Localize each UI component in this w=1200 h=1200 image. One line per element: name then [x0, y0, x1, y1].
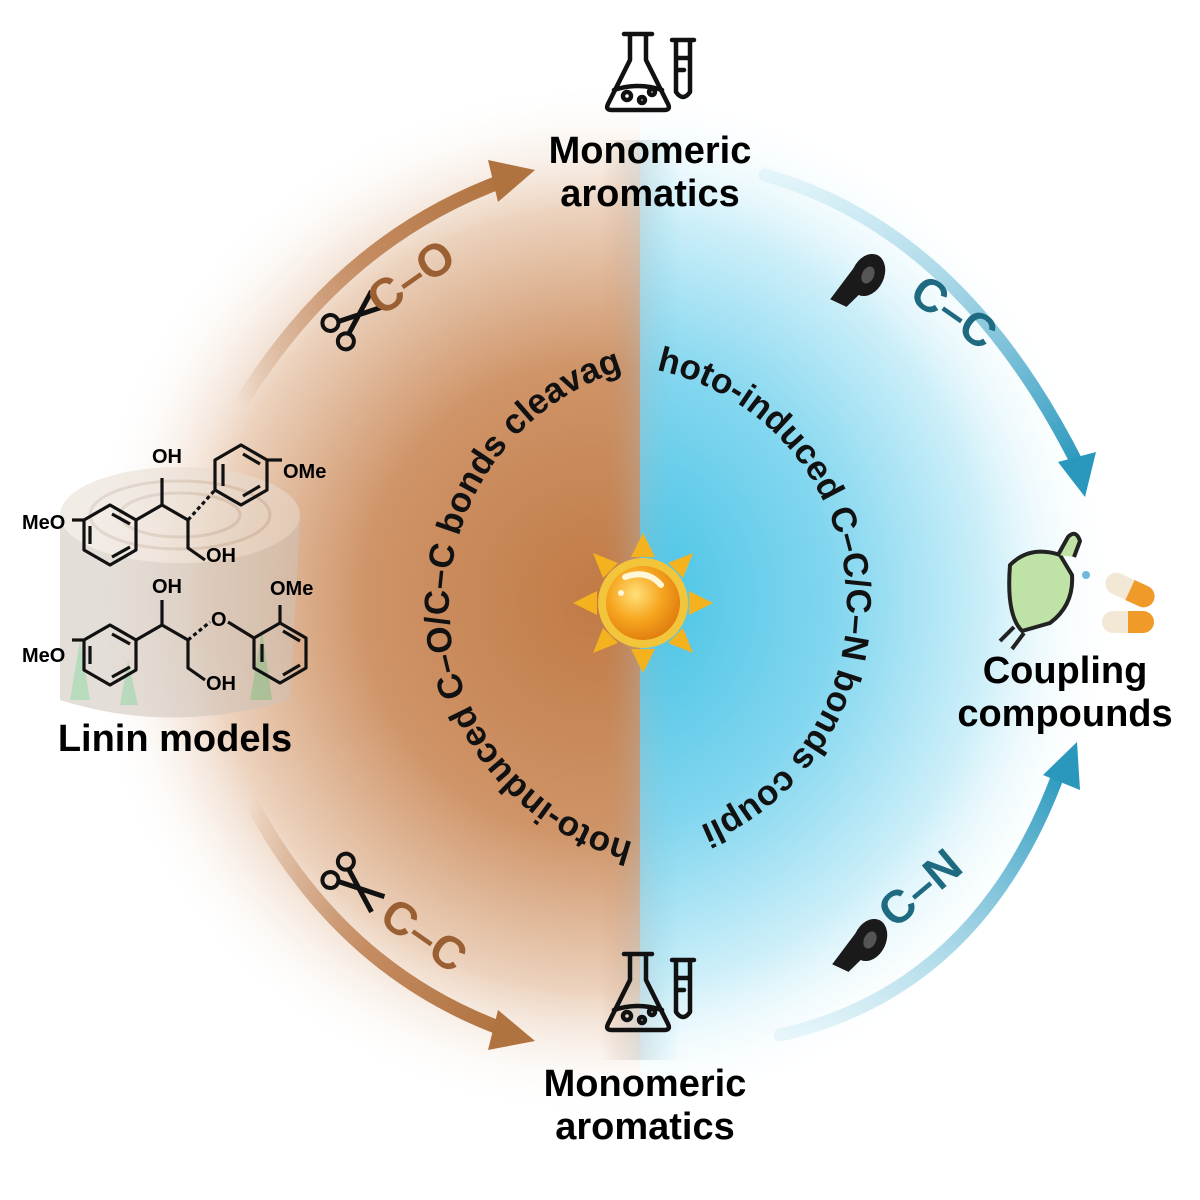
- mol-label-oh4: OH: [206, 673, 236, 695]
- mol-label-o: O: [211, 609, 227, 631]
- lignin-molecule-2: [72, 600, 308, 687]
- mol-label-oh2: OH: [206, 545, 236, 567]
- flask-test-tube-icon-bottom: [604, 951, 697, 1033]
- bottom-monomer-line2: aromatics: [555, 1105, 735, 1148]
- coupling-line2: compounds: [957, 692, 1173, 735]
- sun-icon: [573, 533, 713, 673]
- mol-label-meo2: MeO: [22, 645, 66, 667]
- top-monomer-line1: Monomeric: [548, 130, 752, 172]
- mol-label-ome1: OMe: [283, 461, 327, 483]
- coupling-compounds-label: Coupling compounds: [940, 650, 1190, 735]
- top-monomer-line2: aromatics: [560, 172, 740, 215]
- bottom-monomer-label: Monomeric aromatics: [515, 1063, 775, 1148]
- arrow-top-to-coupling: [758, 168, 1096, 497]
- tape-icon-top: [830, 253, 886, 307]
- arrow-to-bottom-monomer: [243, 793, 535, 1050]
- top-monomer-label: Monomeric aromatics: [520, 130, 780, 215]
- mol-label-ome2: OMe: [270, 578, 314, 600]
- lignin-models-label: Linin models: [57, 718, 293, 760]
- scissors-icon-top: [320, 289, 386, 352]
- mol-label-meo1: MeO: [22, 512, 66, 534]
- tape-icon-bottom: [832, 918, 888, 972]
- scissors-icon-bottom: [320, 851, 386, 914]
- arrow-to-top-monomer: [233, 160, 535, 412]
- coupling-line1: Coupling: [982, 650, 1148, 692]
- bottom-monomer-line1: Monomeric: [543, 1063, 747, 1105]
- lignin-molecule-1: [72, 443, 282, 567]
- mol-label-oh3: OH: [152, 576, 182, 598]
- tree-stump-illustration: [60, 467, 300, 718]
- flask-test-tube-icon-top: [604, 31, 697, 113]
- mol-label-oh1: OH: [152, 446, 182, 468]
- capsule-icons: [1102, 572, 1155, 633]
- fertilizer-bottle-icon: [998, 531, 1090, 651]
- arrow-bottom-to-coupling: [773, 742, 1080, 1042]
